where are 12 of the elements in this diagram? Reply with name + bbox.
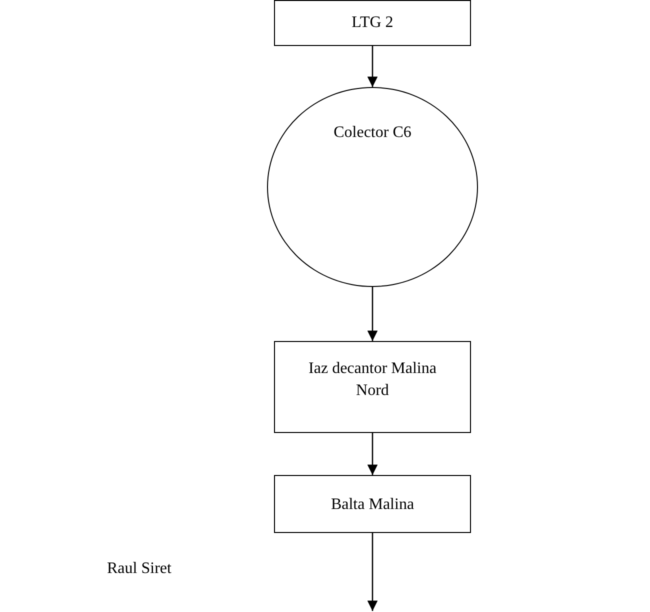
arrow bbox=[367, 46, 378, 87]
river-label: Raul Siret bbox=[107, 560, 172, 578]
arrow bbox=[367, 287, 378, 341]
node-label: Iaz decantor Malina Nord bbox=[308, 359, 438, 401]
process-box bbox=[274, 475, 471, 533]
arrow bbox=[367, 533, 378, 611]
process-box bbox=[274, 341, 471, 433]
process-box bbox=[274, 0, 471, 46]
node-label: LTG 2 bbox=[352, 13, 394, 34]
arrow bbox=[367, 433, 378, 475]
node-label: Colector C6 bbox=[334, 123, 412, 143]
node-label: Balta Malina bbox=[330, 495, 414, 515]
